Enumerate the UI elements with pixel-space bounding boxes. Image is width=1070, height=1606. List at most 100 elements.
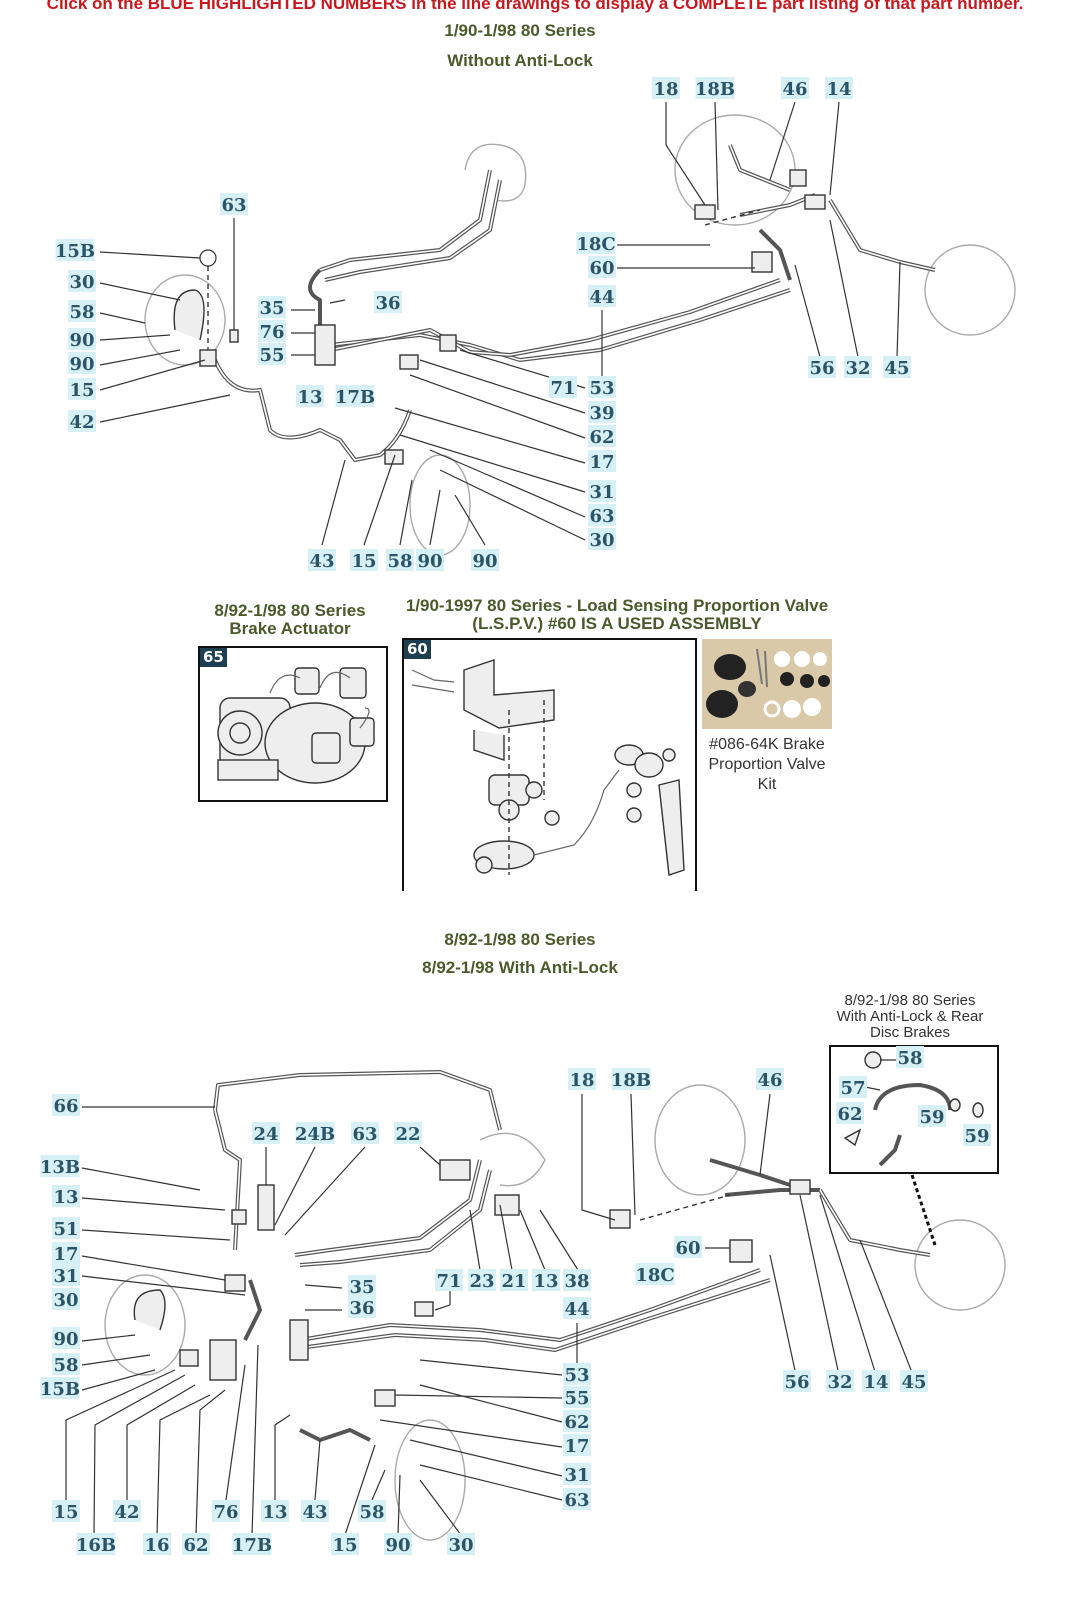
part-link-17[interactable]: 17 [52, 1242, 80, 1265]
part-link-39[interactable]: 39 [588, 401, 616, 424]
part-link-53[interactable]: 53 [588, 376, 616, 399]
part-link-58[interactable]: 58 [896, 1046, 924, 1069]
part-link-90[interactable]: 90 [416, 549, 444, 572]
part-link-15[interactable]: 15 [68, 378, 96, 401]
part-number-text[interactable]: 55 [564, 1388, 589, 1409]
part-number-text[interactable]: 38 [564, 1271, 589, 1292]
part-number-text[interactable]: 18C [576, 234, 615, 255]
part-number-text[interactable]: 56 [809, 358, 834, 379]
part-link-42[interactable]: 42 [113, 1500, 141, 1523]
part-link-55[interactable]: 55 [258, 343, 286, 366]
part-link-18B[interactable]: 18B [611, 1068, 651, 1091]
part-number-text[interactable]: 42 [69, 412, 94, 433]
part-number-text[interactable]: 44 [564, 1299, 589, 1320]
part-number-text[interactable]: 58 [387, 551, 412, 572]
part-number-text[interactable]: 31 [589, 482, 614, 503]
part-link-38[interactable]: 38 [563, 1269, 591, 1292]
part-link-62[interactable]: 62 [836, 1102, 864, 1125]
part-link-13[interactable]: 13 [52, 1185, 80, 1208]
part-number-text[interactable]: 59 [919, 1107, 944, 1128]
part-link-17[interactable]: 17 [588, 450, 616, 473]
part-link-59[interactable]: 59 [918, 1105, 946, 1128]
part-number-text[interactable]: 76 [259, 322, 284, 343]
part-number-text[interactable]: 45 [884, 358, 909, 379]
part-number-text[interactable]: 15 [332, 1535, 357, 1556]
part-number-text[interactable]: 15 [351, 551, 376, 572]
part-link-30[interactable]: 30 [52, 1288, 80, 1311]
part-number-text[interactable]: 32 [845, 358, 870, 379]
part-number-text[interactable]: 90 [472, 551, 497, 572]
part-number-text[interactable]: 62 [183, 1535, 208, 1556]
part-link-32[interactable]: 32 [844, 356, 872, 379]
part-link-57[interactable]: 57 [839, 1076, 867, 1099]
part-number-text[interactable]: 60 [675, 1238, 700, 1259]
part-link-18C[interactable]: 18C [635, 1263, 675, 1286]
part-number-text[interactable]: 13 [262, 1502, 287, 1523]
part-link-46[interactable]: 46 [756, 1068, 784, 1091]
part-number-text[interactable]: 24B [295, 1124, 335, 1145]
part-number-text[interactable]: 17 [589, 452, 614, 473]
part-link-58[interactable]: 58 [358, 1500, 386, 1523]
part-number-text[interactable]: 53 [564, 1365, 589, 1386]
part-number-text[interactable]: 17B [232, 1535, 272, 1556]
part-link-35[interactable]: 35 [258, 296, 286, 319]
part-number-text[interactable]: 51 [53, 1219, 78, 1240]
part-link-15B[interactable]: 15B [40, 1377, 80, 1400]
part-link-58[interactable]: 58 [68, 300, 96, 323]
part-number-text[interactable]: 46 [782, 79, 807, 100]
part-number-text[interactable]: 42 [114, 1502, 139, 1523]
part-number-text[interactable]: 23 [469, 1271, 494, 1292]
part-link-90[interactable]: 90 [52, 1327, 80, 1350]
part-number-text[interactable]: 43 [302, 1502, 327, 1523]
part-link-63[interactable]: 63 [220, 193, 248, 216]
part-number-text[interactable]: 62 [589, 427, 614, 448]
part-number-text[interactable]: 90 [69, 330, 94, 351]
part-link-32[interactable]: 32 [826, 1370, 854, 1393]
part-link-15[interactable]: 15 [350, 549, 378, 572]
part-number-text[interactable]: 90 [53, 1329, 78, 1350]
part-link-23[interactable]: 23 [468, 1269, 496, 1292]
part-link-36[interactable]: 36 [374, 291, 402, 314]
part-number-text[interactable]: 30 [69, 272, 94, 293]
part-link-13B[interactable]: 13B [40, 1155, 80, 1178]
part-link-31[interactable]: 31 [52, 1264, 80, 1287]
part-number-text[interactable]: 13B [40, 1157, 80, 1178]
part-tag-65[interactable]: 65 [200, 648, 227, 667]
part-number-text[interactable]: 17B [335, 387, 375, 408]
part-link-46[interactable]: 46 [781, 77, 809, 100]
part-link-90[interactable]: 90 [384, 1533, 412, 1556]
part-link-76[interactable]: 76 [258, 320, 286, 343]
part-number-text[interactable]: 35 [349, 1277, 374, 1298]
part-link-45[interactable]: 45 [883, 356, 911, 379]
part-link-44[interactable]: 44 [588, 285, 616, 308]
part-number-text[interactable]: 18 [653, 79, 678, 100]
part-link-60[interactable]: 60 [588, 256, 616, 279]
part-link-53[interactable]: 53 [563, 1363, 591, 1386]
part-number-text[interactable]: 36 [349, 1298, 374, 1319]
part-number-text[interactable]: 56 [784, 1372, 809, 1393]
part-link-45[interactable]: 45 [900, 1370, 928, 1393]
part-number-text[interactable]: 63 [221, 195, 246, 216]
part-number-text[interactable]: 18C [635, 1265, 674, 1286]
part-number-text[interactable]: 13 [297, 387, 322, 408]
part-number-text[interactable]: 46 [757, 1070, 782, 1091]
part-number-text[interactable]: 60 [589, 258, 614, 279]
part-link-24[interactable]: 24 [252, 1122, 280, 1145]
part-link-62[interactable]: 62 [588, 425, 616, 448]
part-link-63[interactable]: 63 [351, 1122, 379, 1145]
part-link-36[interactable]: 36 [348, 1296, 376, 1319]
part-link-30[interactable]: 30 [447, 1533, 475, 1556]
part-link-66[interactable]: 66 [52, 1094, 80, 1117]
part-number-text[interactable]: 15B [40, 1379, 80, 1400]
part-link-62[interactable]: 62 [182, 1533, 210, 1556]
part-number-text[interactable]: 58 [69, 302, 94, 323]
part-number-text[interactable]: 57 [840, 1078, 865, 1099]
part-link-18B[interactable]: 18B [695, 77, 735, 100]
part-link-17[interactable]: 17 [563, 1434, 591, 1457]
part-link-13[interactable]: 13 [261, 1500, 289, 1523]
part-number-text[interactable]: 15 [53, 1502, 78, 1523]
part-tag-60[interactable]: 60 [404, 640, 431, 659]
part-number-text[interactable]: 53 [589, 378, 614, 399]
part-number-text[interactable]: 17 [53, 1244, 78, 1265]
part-link-55[interactable]: 55 [563, 1386, 591, 1409]
